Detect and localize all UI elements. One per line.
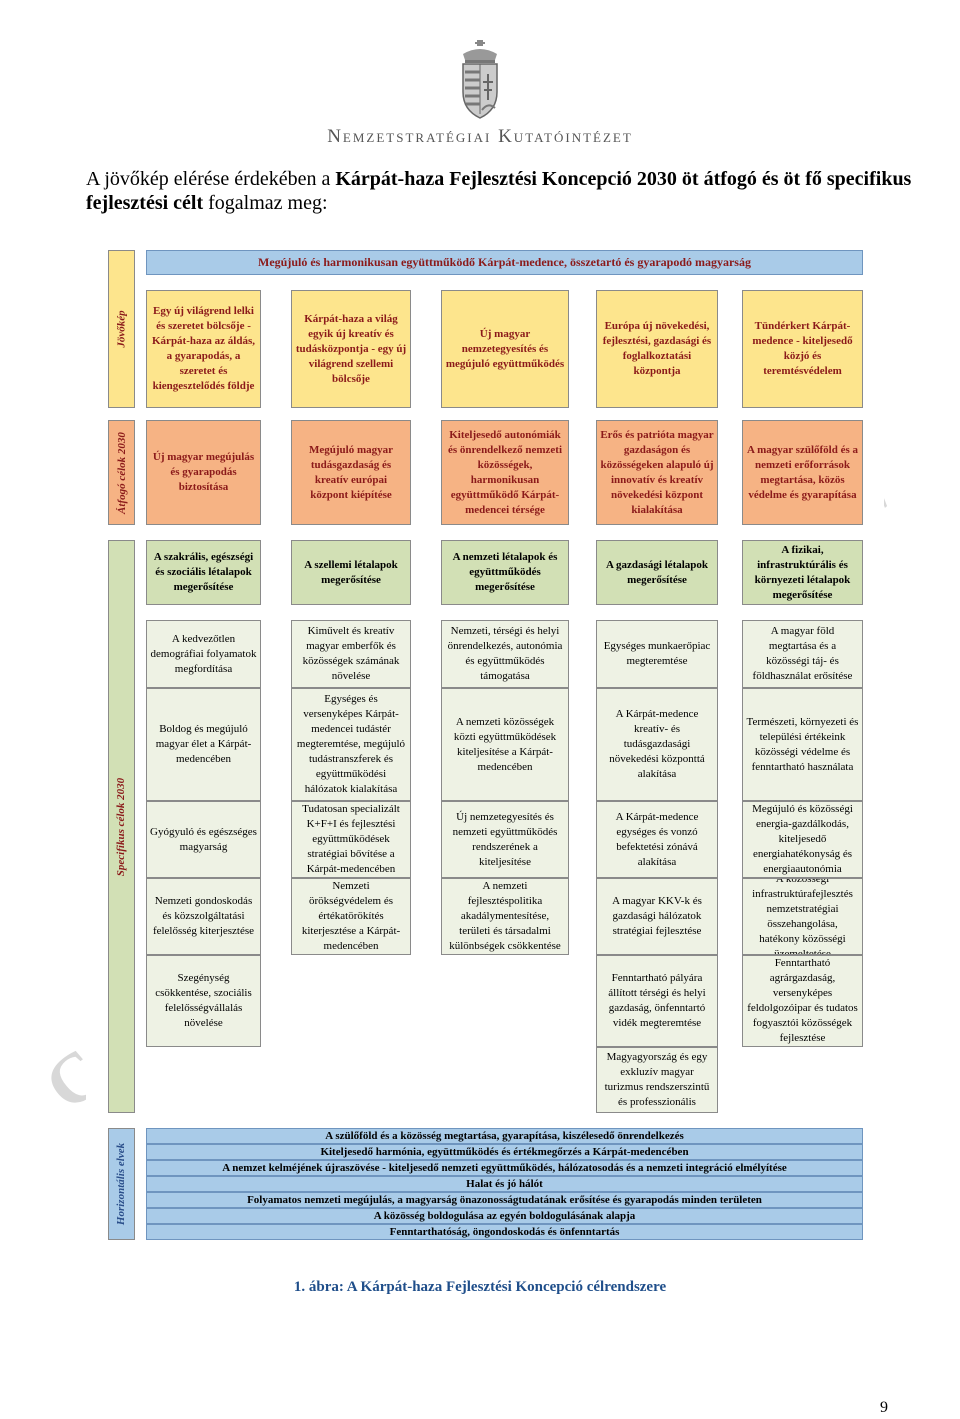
section-label-horizontalis: Horizontális elvek: [108, 1128, 135, 1240]
specific-head-1: A szakrális, egészségi és szociális léta…: [146, 540, 261, 605]
specific-goal-5-5: Fenntartható agrárgazdaság, versenyképes…: [742, 955, 863, 1047]
specific-goal-2-2: Egységes és versenyképes Kárpát-medencei…: [291, 688, 411, 801]
organization-name: Nemzetstratégiai Kutatóintézet: [327, 126, 633, 147]
vision-box-2: Kárpát-haza a világ egyik új kreatív és …: [291, 290, 411, 408]
specific-goal-5-3: Megújuló és közösségi energia-gazdálkodá…: [742, 801, 863, 878]
specific-goal-1-4: Nemzeti gondoskodás és közszolgáltatási …: [146, 878, 261, 955]
specific-goal-4-3: A Kárpát-medence egységes és vonzó befek…: [596, 801, 718, 878]
section-label-specifikus: Specifikus célok 2030: [108, 540, 135, 1113]
specific-goal-3-3: Új nemzetegyesítés és nemzeti együttműkö…: [441, 801, 569, 878]
specific-goal-2-1: Kiművelt és kreatív magyar emberfők és k…: [291, 620, 411, 688]
specific-goal-1-3: Gyógyuló és egészséges magyarság: [146, 801, 261, 878]
specific-goal-3-2: A nemzeti közösségek közti együttműködés…: [441, 688, 569, 801]
goal-system-diagram: Jövőkép Átfogó célok 2030 Specifikus cél…: [86, 233, 884, 1258]
specific-goal-1-1: A kedvezőtlen demográfiai folyamatok meg…: [146, 620, 261, 688]
horizontal-principle-5: Folyamatos nemzeti megújulás, a magyarsá…: [146, 1192, 863, 1208]
overall-goal-1: Új magyar megújulás és gyarapodás biztos…: [146, 420, 261, 525]
section-label-atfogo: Átfogó célok 2030: [108, 420, 135, 525]
specific-goal-4-6: Gyógyító Magyagyország és egy exkluzív m…: [596, 1047, 718, 1113]
specific-goal-5-4: A közösségi infrastruktúrafejlesztés nem…: [742, 878, 863, 955]
vision-box-1: Egy új világrend lelki és szeretet bölcs…: [146, 290, 261, 408]
horizontal-principle-4: Halat és jó hálót: [146, 1176, 863, 1192]
vision-box-3: Új magyar nemzetegyesítés és megújuló eg…: [441, 290, 569, 408]
horizontal-principle-7: Fenntarthatóság, öngondoskodás és önfenn…: [146, 1224, 863, 1240]
specific-goal-4-2: A Kárpát-medence kreatív- és tudásgazdas…: [596, 688, 718, 801]
specific-head-3: A nemzeti létalapok és együttműködés meg…: [441, 540, 569, 605]
overall-goal-4: Erős és patrióta magyar gazdaságon és kö…: [596, 420, 718, 525]
horizontal-principle-3: A nemzet kelméjének újraszövése - kitelj…: [146, 1160, 863, 1176]
section-label-jovokep: Jövőkép: [108, 250, 135, 408]
overall-goal-2: Megújuló magyar tudásgazdaság és kreatív…: [291, 420, 411, 525]
specific-goal-3-1: Nemzeti, térségi és helyi önrendelkezés,…: [441, 620, 569, 688]
intro-text-2: fogalmaz meg:: [203, 192, 328, 214]
intro-paragraph: A jövőkép elérése érdekében a Kárpát-haz…: [86, 167, 916, 215]
specific-goal-5-2: Természeti, környezeti és települési ért…: [742, 688, 863, 801]
specific-head-5: A fizikai, infrastruktúrális és környeze…: [742, 540, 863, 605]
overall-goal-5: A magyar szülőföld és a nemzeti erőforrá…: [742, 420, 863, 525]
coat-of-arms-logo: [455, 40, 505, 120]
horizontal-principle-1: A szülőföld és a közösség megtartása, gy…: [146, 1128, 863, 1144]
specific-goal-1-5: Szegénység csökkentése, szociális felelő…: [146, 955, 261, 1047]
vision-banner: Megújuló és harmonikusan együttműködő Ká…: [146, 250, 863, 275]
specific-goal-4-5: Fenntartható pályára állított térségi és…: [596, 955, 718, 1047]
horizontal-principle-2: Kiteljesedő harmónia, együttműködés és é…: [146, 1144, 863, 1160]
intro-text-1: A jövőkép elérése érdekében a: [86, 168, 336, 190]
specific-goal-2-3: Tudatosan specializált K+F+I és fejleszt…: [291, 801, 411, 878]
vision-box-4: Európa új növekedési, fejlesztési, gazda…: [596, 290, 718, 408]
specific-goal-1-2: Boldog és megújuló magyar élet a Kárpát-…: [146, 688, 261, 801]
vision-box-5: Tündérkert Kárpát-medence - kiteljesedő …: [742, 290, 863, 408]
figure-caption: 1. ábra: A Kárpát-haza Fejlesztési Konce…: [293, 1279, 667, 1295]
horizontal-principle-6: A közösség boldogulása az egyén boldogul…: [146, 1208, 863, 1224]
intro-bold: Kárpát-haza Fejlesztési Koncepció 2030 ö…: [86, 168, 912, 214]
specific-goal-5-1: A magyar föld megtartása és a közösségi …: [742, 620, 863, 688]
overall-goal-3: Kiteljesedő autonómiák és önrendelkező n…: [441, 420, 569, 525]
specific-goal-3-4: A nemzeti fejlesztéspolitika akadályment…: [441, 878, 569, 955]
specific-goal-4-4: A magyar KKV-k és gazdasági hálózatok st…: [596, 878, 718, 955]
specific-head-4: A gazdasági létalapok megerősítése: [596, 540, 718, 605]
specific-head-2: A szellemi létalapok megerősítése: [291, 540, 411, 605]
page-number: 9: [880, 1399, 888, 1416]
specific-goal-4-1: Egységes munkaerőpiac megteremtése: [596, 620, 718, 688]
specific-goal-2-4: Nemzeti örökségvédelem és értékatörökíté…: [291, 878, 411, 955]
